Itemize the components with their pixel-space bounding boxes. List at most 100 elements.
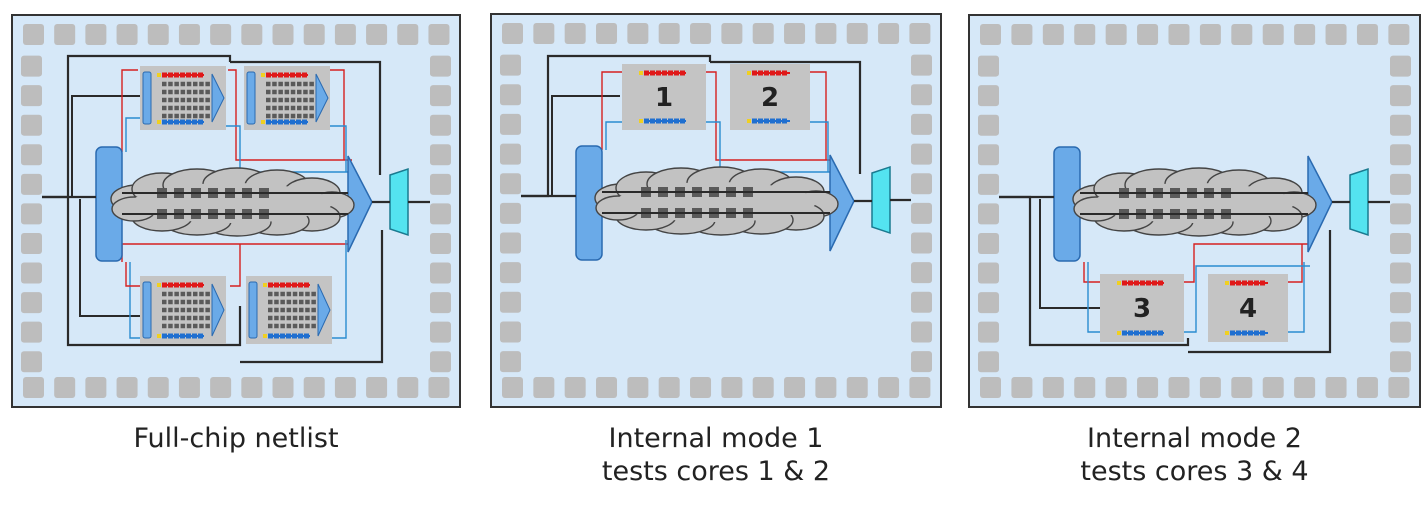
- scan-endpoint: [747, 71, 751, 75]
- io-pad: [1137, 377, 1159, 398]
- scan-endpoint: [1117, 281, 1121, 285]
- scan-flop: [303, 105, 308, 111]
- scan-flop: [305, 323, 310, 329]
- scan-flop: [162, 113, 167, 119]
- scan-flop: [303, 81, 308, 87]
- red-route: [326, 69, 345, 160]
- scan-flop: [199, 299, 204, 305]
- scan-flop: [309, 81, 314, 87]
- io-pad: [690, 23, 712, 44]
- scan-flop: [311, 299, 316, 305]
- io-pad: [1011, 24, 1033, 45]
- io-pad: [980, 24, 1001, 45]
- io-pad: [911, 262, 932, 284]
- scan-flop: [186, 291, 192, 297]
- io-pad: [978, 144, 999, 166]
- io-pad: [500, 291, 521, 313]
- red-route: [1286, 244, 1303, 283]
- scan-cell: [162, 72, 167, 78]
- io-pad: [500, 232, 521, 254]
- logic-cloud: [594, 166, 839, 236]
- scan-cell: [174, 72, 179, 78]
- io-pad: [815, 377, 837, 398]
- io-pad: [21, 203, 42, 225]
- caption-line: Full-chip netlist: [133, 423, 339, 454]
- scan-flop: [278, 105, 283, 111]
- scan-flop: [168, 105, 173, 111]
- io-pad: [627, 377, 649, 398]
- scan-cell: [1248, 330, 1253, 336]
- scan-cell: [186, 119, 191, 125]
- io-pad: [596, 23, 618, 44]
- io-pad: [178, 377, 200, 398]
- io-pad: [430, 232, 451, 254]
- caption-line: Internal mode 2: [1087, 423, 1302, 454]
- io-pad: [1262, 24, 1284, 45]
- scan-cell: [180, 119, 185, 125]
- io-pad: [533, 377, 555, 398]
- scan-flop: [205, 323, 210, 329]
- scan-flop: [284, 81, 290, 87]
- io-pad: [116, 377, 138, 398]
- scan-flop: [168, 315, 173, 321]
- scan-cell: [1128, 330, 1133, 336]
- caption-line: Internal mode 1: [608, 423, 824, 454]
- io-pad: [1042, 377, 1064, 398]
- scan-endpoint: [263, 334, 267, 338]
- tested-core: 3: [1100, 274, 1184, 342]
- scan-flop: [205, 97, 210, 103]
- scan-flop: [162, 81, 167, 87]
- scan-cell: [284, 72, 289, 78]
- io-pad: [1042, 24, 1064, 45]
- scan-endpoint: [157, 283, 161, 287]
- caption-internal-mode-2: Internal mode 2 tests cores 3 & 4: [969, 422, 1420, 488]
- test-mux: [871, 165, 891, 235]
- core-number-label: 1: [655, 83, 673, 113]
- scan-cell: [304, 282, 309, 288]
- scan-flop: [292, 307, 298, 313]
- scan-flop: [174, 81, 179, 87]
- io-pad: [978, 292, 999, 314]
- scan-flop: [284, 89, 290, 95]
- scan-flop: [205, 291, 210, 297]
- io-pad: [978, 351, 999, 373]
- blue-route: [129, 262, 142, 339]
- scan-cell: [776, 118, 781, 124]
- scan-flop: [168, 81, 173, 87]
- scan-cell: [186, 72, 191, 78]
- scan-flop: [193, 97, 198, 103]
- scan-flop: [274, 323, 279, 329]
- scan-flop: [168, 299, 173, 305]
- scan-cell: [274, 282, 279, 288]
- scan-flop: [168, 89, 173, 95]
- scan-flop: [268, 315, 273, 321]
- io-pad: [784, 377, 806, 398]
- scan-flop: [286, 299, 292, 305]
- io-pad: [500, 262, 521, 284]
- io-pad: [500, 173, 521, 195]
- io-pad: [23, 24, 44, 45]
- io-pad: [846, 23, 868, 44]
- io-pad: [1390, 55, 1411, 77]
- scan-cell: [180, 72, 185, 78]
- scan-cell: [674, 118, 679, 124]
- scan-cell: [1158, 280, 1163, 286]
- scan-flop: [180, 323, 186, 329]
- scan-flop: [305, 307, 310, 313]
- scan-flop: [274, 315, 279, 321]
- scan-cell: [1236, 330, 1241, 336]
- scan-flop: [274, 291, 279, 297]
- scan-flop: [309, 105, 314, 111]
- scan-flop: [205, 307, 210, 313]
- scan-cell: [198, 72, 203, 78]
- scan-cell: [278, 72, 283, 78]
- scan-flop: [278, 113, 283, 119]
- io-pad: [500, 351, 521, 373]
- io-pad: [690, 377, 712, 398]
- scan-flop: [290, 105, 296, 111]
- scan-cell: [752, 118, 757, 124]
- io-pad: [596, 377, 618, 398]
- blue-route: [1087, 262, 1100, 333]
- scan-cell: [674, 70, 679, 76]
